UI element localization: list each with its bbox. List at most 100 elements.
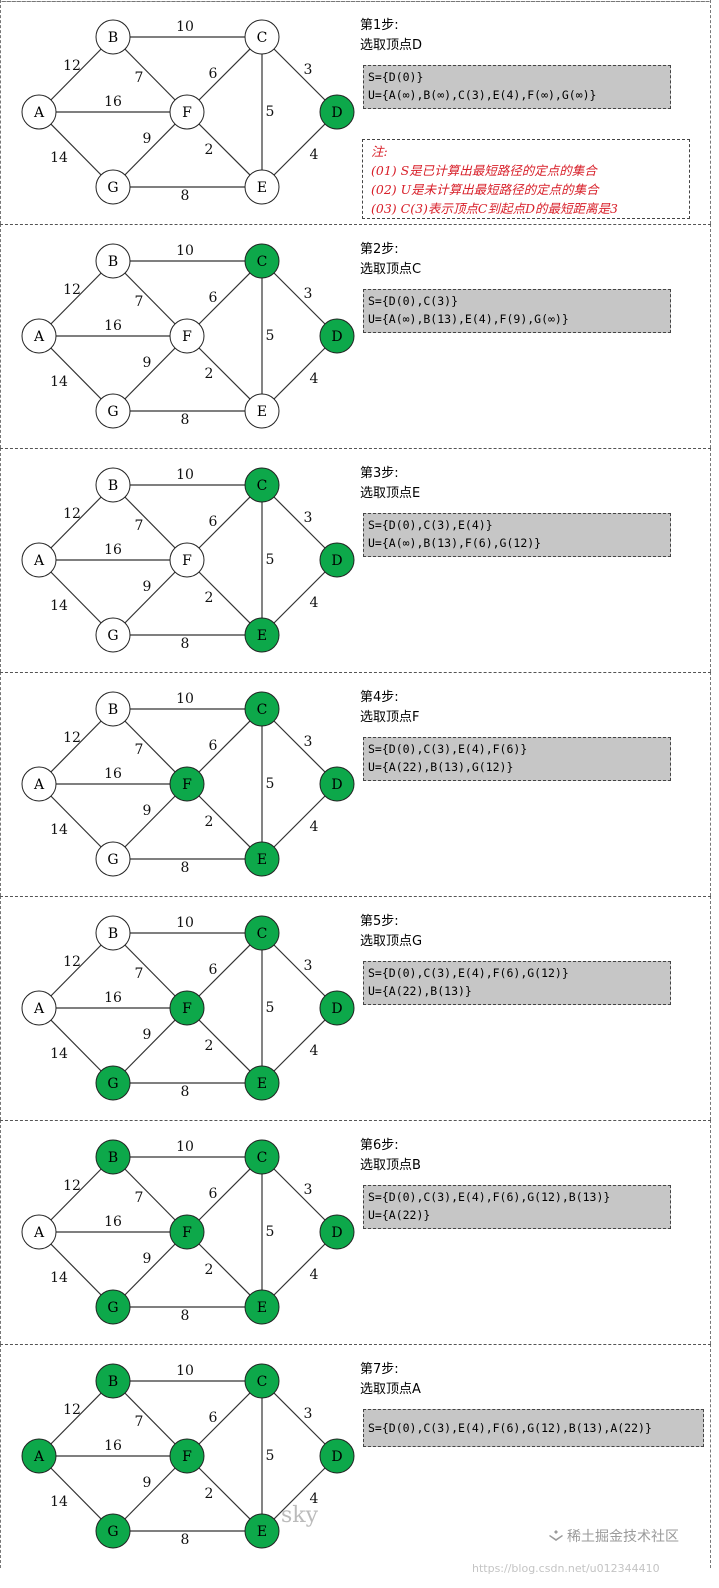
edge-weight-e-d: 4 xyxy=(310,1491,319,1507)
edge-f-e xyxy=(186,1231,263,1308)
set-u-line: U={A(∞),B(∞),C(3),E(4),F(∞),G(∞)} xyxy=(368,88,597,102)
edge-f-g xyxy=(112,335,188,412)
edge-f-g xyxy=(112,111,188,188)
edge-b-f xyxy=(112,708,188,785)
edge-weight-g-e: 8 xyxy=(181,188,190,204)
frame-top-border xyxy=(1,1,710,2)
node-d xyxy=(319,542,355,578)
set-s-line: S={D(0),C(3),E(4),F(6),G(12)} xyxy=(368,966,569,980)
step-separator xyxy=(0,896,711,897)
node-d xyxy=(319,1214,355,1250)
note-title: 注: xyxy=(371,144,388,159)
edge-weight-c-d: 3 xyxy=(304,510,313,526)
node-a xyxy=(21,990,57,1026)
node-d xyxy=(319,1438,355,1474)
set-s-line: S={D(0),C(3)} xyxy=(368,294,459,308)
edge-weight-a-b: 12 xyxy=(63,1178,81,1194)
node-label-b: B xyxy=(108,702,118,718)
node-f xyxy=(169,1214,205,1250)
edge-c-d xyxy=(261,1380,338,1457)
node-label-b: B xyxy=(108,1150,118,1166)
edge-weight-c-f: 6 xyxy=(209,1410,218,1426)
node-a xyxy=(21,1214,57,1250)
set-s-line: S={D(0)} xyxy=(368,70,424,84)
edge-c-f xyxy=(186,260,263,337)
node-e xyxy=(244,393,280,429)
set-u-line: U={A(22),B(13)} xyxy=(368,984,472,998)
edge-weight-f-e: 2 xyxy=(205,1038,214,1054)
edge-e-d xyxy=(261,1231,338,1308)
edge-weight-f-e: 2 xyxy=(205,366,214,382)
edge-weight-a-f: 16 xyxy=(104,1438,122,1454)
node-e xyxy=(244,617,280,653)
sets-box: S={D(0),C(3),E(4)}U={A(∞),B(13),F(6),G(1… xyxy=(363,513,671,557)
node-label-f: F xyxy=(182,1001,192,1017)
node-a xyxy=(21,766,57,802)
edge-weight-b-f: 7 xyxy=(135,70,144,86)
node-b xyxy=(95,243,131,279)
step-subtitle: 选取顶点E xyxy=(360,486,421,501)
edge-weight-c-e: 5 xyxy=(266,1000,275,1016)
edge-weight-a-b: 12 xyxy=(63,1402,81,1418)
step-title: 第3步: xyxy=(360,466,399,481)
edge-weight-g-e: 8 xyxy=(181,1084,190,1100)
edge-c-f xyxy=(186,1380,263,1457)
node-label-f: F xyxy=(182,553,192,569)
edge-a-g xyxy=(38,1007,114,1084)
node-f xyxy=(169,766,205,802)
edge-weight-b-f: 7 xyxy=(135,294,144,310)
edge-weight-e-d: 4 xyxy=(310,595,319,611)
edge-f-g xyxy=(112,1007,188,1084)
edge-weight-b-f: 7 xyxy=(135,1190,144,1206)
node-label-e: E xyxy=(257,404,267,420)
edge-weight-c-f: 6 xyxy=(209,738,218,754)
edge-f-g xyxy=(112,1231,188,1308)
edge-f-e xyxy=(186,783,263,860)
node-label-g: G xyxy=(107,1300,118,1316)
step-subtitle: 选取顶点G xyxy=(360,934,423,949)
edge-a-b xyxy=(38,1156,114,1233)
step-title: 第2步: xyxy=(360,242,399,257)
edge-c-d xyxy=(261,36,338,113)
edge-weight-a-g: 14 xyxy=(50,1046,68,1062)
node-e xyxy=(244,169,280,205)
node-f xyxy=(169,318,205,354)
node-label-d: D xyxy=(331,105,342,121)
edge-weight-b-c: 10 xyxy=(176,1363,194,1379)
edge-weight-a-f: 16 xyxy=(104,1214,122,1230)
edge-weight-f-e: 2 xyxy=(205,1262,214,1278)
node-label-f: F xyxy=(182,1225,192,1241)
edge-f-e xyxy=(186,335,263,412)
edge-weight-b-c: 10 xyxy=(176,19,194,35)
node-label-g: G xyxy=(107,1524,118,1540)
edge-c-d xyxy=(261,260,338,337)
edge-weight-e-d: 4 xyxy=(310,1043,319,1059)
edge-weight-a-g: 14 xyxy=(50,1270,68,1286)
edge-weight-a-f: 16 xyxy=(104,318,122,334)
edge-e-d xyxy=(261,1007,338,1084)
node-g xyxy=(95,393,131,429)
node-g xyxy=(95,1513,131,1549)
edge-weight-b-c: 10 xyxy=(176,915,194,931)
edge-weight-f-e: 2 xyxy=(205,814,214,830)
edge-c-d xyxy=(261,708,338,785)
edge-weight-c-d: 3 xyxy=(304,286,313,302)
edge-weight-c-d: 3 xyxy=(304,1182,313,1198)
node-c xyxy=(244,19,280,55)
node-label-d: D xyxy=(331,329,342,345)
edge-b-f xyxy=(112,1380,188,1457)
edge-weight-b-c: 10 xyxy=(176,467,194,483)
edge-weight-a-f: 16 xyxy=(104,990,122,1006)
node-g xyxy=(95,1289,131,1325)
sets-box: S={D(0),C(3)}U={A(∞),B(13),E(4),F(9),G(∞… xyxy=(363,289,671,333)
node-label-b: B xyxy=(108,926,118,942)
edge-weight-e-d: 4 xyxy=(310,1267,319,1283)
juejin-logo-icon xyxy=(549,1530,563,1541)
